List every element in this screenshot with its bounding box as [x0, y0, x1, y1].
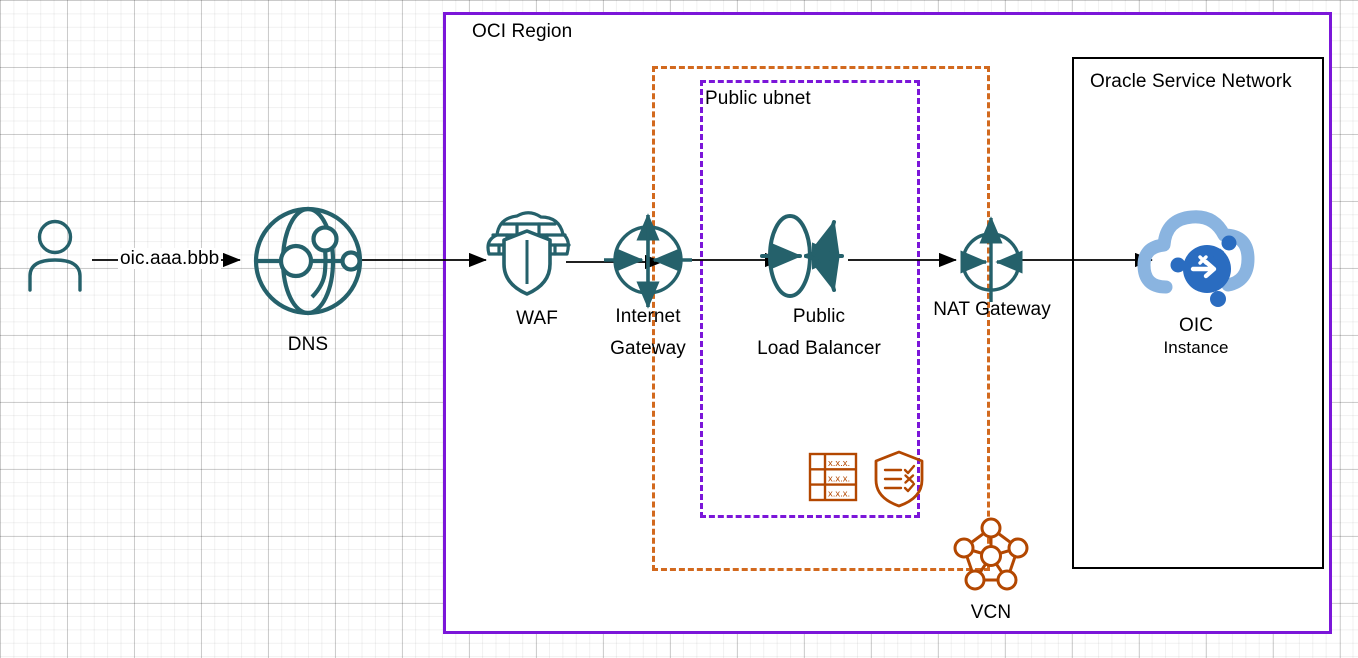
node-waf[interactable] [483, 210, 571, 296]
load-balancer-label-line1: Public [792, 306, 846, 327]
dns-label: DNS [287, 334, 329, 355]
internet-gateway-label-line1: Internet [615, 306, 681, 327]
node-load-balancer[interactable] [760, 200, 858, 312]
load-balancer-icon [760, 214, 844, 298]
user-icon [28, 219, 82, 292]
node-vcn[interactable] [952, 516, 1030, 594]
connector-user-to-dns-label: oic.aaa.bbb [118, 248, 222, 269]
public-subnet-label: Public ubnet [705, 88, 811, 109]
node-security-list[interactable] [872, 450, 926, 508]
connector-dns-to-waf [358, 252, 487, 268]
node-internet-gateway[interactable] [604, 205, 692, 315]
oic-instance-label-line1: OIC [1178, 315, 1214, 336]
internet-gateway-label-line2: Gateway [610, 338, 686, 359]
oic-instance-label-line2: Instance [1163, 338, 1229, 357]
node-nat-gateway[interactable] [958, 212, 1024, 312]
connector-load-balancer-to-nat-gateway [848, 252, 957, 268]
load-balancer-label-line2: Load Balancer [757, 338, 881, 359]
vcn-network-icon [953, 517, 1029, 591]
node-user[interactable] [24, 218, 86, 292]
oracle-service-network-label: Oracle Service Network [1090, 71, 1292, 92]
oci-region-label: OCI Region [472, 21, 573, 42]
route-table-cell-0: x.x.x. [828, 458, 850, 469]
node-oic-instance[interactable] [1136, 205, 1256, 307]
route-table-cell-2: x.x.x. [828, 489, 850, 500]
route-table-icon: x.x.x. x.x.x. x.x.x. [808, 452, 858, 502]
container-public-subnet [700, 80, 920, 518]
node-dns[interactable] [252, 205, 364, 317]
nat-gateway-label: NAT Gateway [933, 299, 1051, 320]
container-vcn-boundary [652, 66, 990, 571]
security-list-shield-icon [874, 450, 924, 508]
container-oracle-service-network [1072, 57, 1324, 569]
nat-gateway-icon [960, 216, 1023, 302]
globe-dns-icon [253, 206, 363, 316]
internet-gateway-icon [604, 213, 692, 309]
oic-cloud-icon [1137, 210, 1255, 307]
waf-label: WAF [516, 308, 558, 329]
vcn-label: VCN [970, 602, 1012, 623]
node-route-table[interactable]: x.x.x. x.x.x. x.x.x. [808, 452, 858, 502]
connector-internet-gateway-to-load-balancer [686, 252, 783, 268]
waf-shield-brick-icon [486, 211, 571, 296]
route-table-cell-1: x.x.x. [828, 473, 850, 484]
connector-nat-gateway-to-oic-instance [1020, 252, 1153, 268]
